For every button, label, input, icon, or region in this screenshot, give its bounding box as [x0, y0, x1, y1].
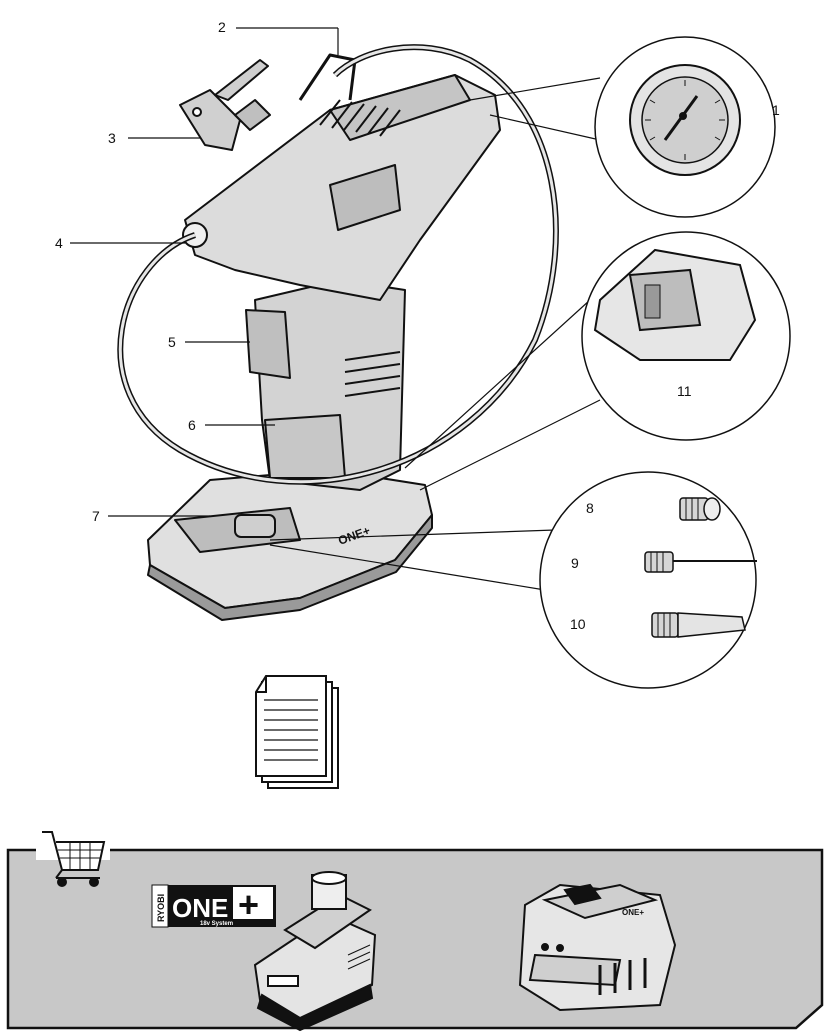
charger	[520, 885, 675, 1010]
storage-detail	[582, 232, 790, 440]
trigger	[246, 310, 290, 378]
sold-separately-panel	[8, 850, 822, 1028]
callout-11: 11	[677, 383, 692, 399]
callout-4: 4	[55, 235, 63, 251]
callout-2: 2	[218, 19, 226, 35]
charger-badge: ONE+	[622, 908, 644, 917]
inflator-tool	[148, 55, 500, 620]
callout-8: 8	[586, 500, 594, 516]
presta-adaptor	[680, 498, 720, 520]
accessory-detail	[540, 472, 757, 688]
callout-7: 7	[92, 508, 100, 524]
manual-document-icon	[256, 676, 338, 788]
ryobi-brand: RYOBI	[156, 894, 166, 922]
callout-3: 3	[108, 130, 116, 146]
callout-9: 9	[571, 555, 579, 571]
callout-6: 6	[188, 417, 196, 433]
system-label: 18v System	[200, 921, 233, 927]
chuck-clip	[180, 90, 240, 150]
plus-mark: +	[238, 884, 259, 925]
one-wordmark: ONE	[172, 893, 228, 923]
one-plus-logo: RYOBI ONE + 18v System	[152, 884, 276, 927]
gauge-detail	[595, 37, 775, 217]
callout-10: 10	[570, 616, 586, 632]
callout-1: 1	[772, 102, 780, 118]
callout-5: 5	[168, 334, 176, 350]
